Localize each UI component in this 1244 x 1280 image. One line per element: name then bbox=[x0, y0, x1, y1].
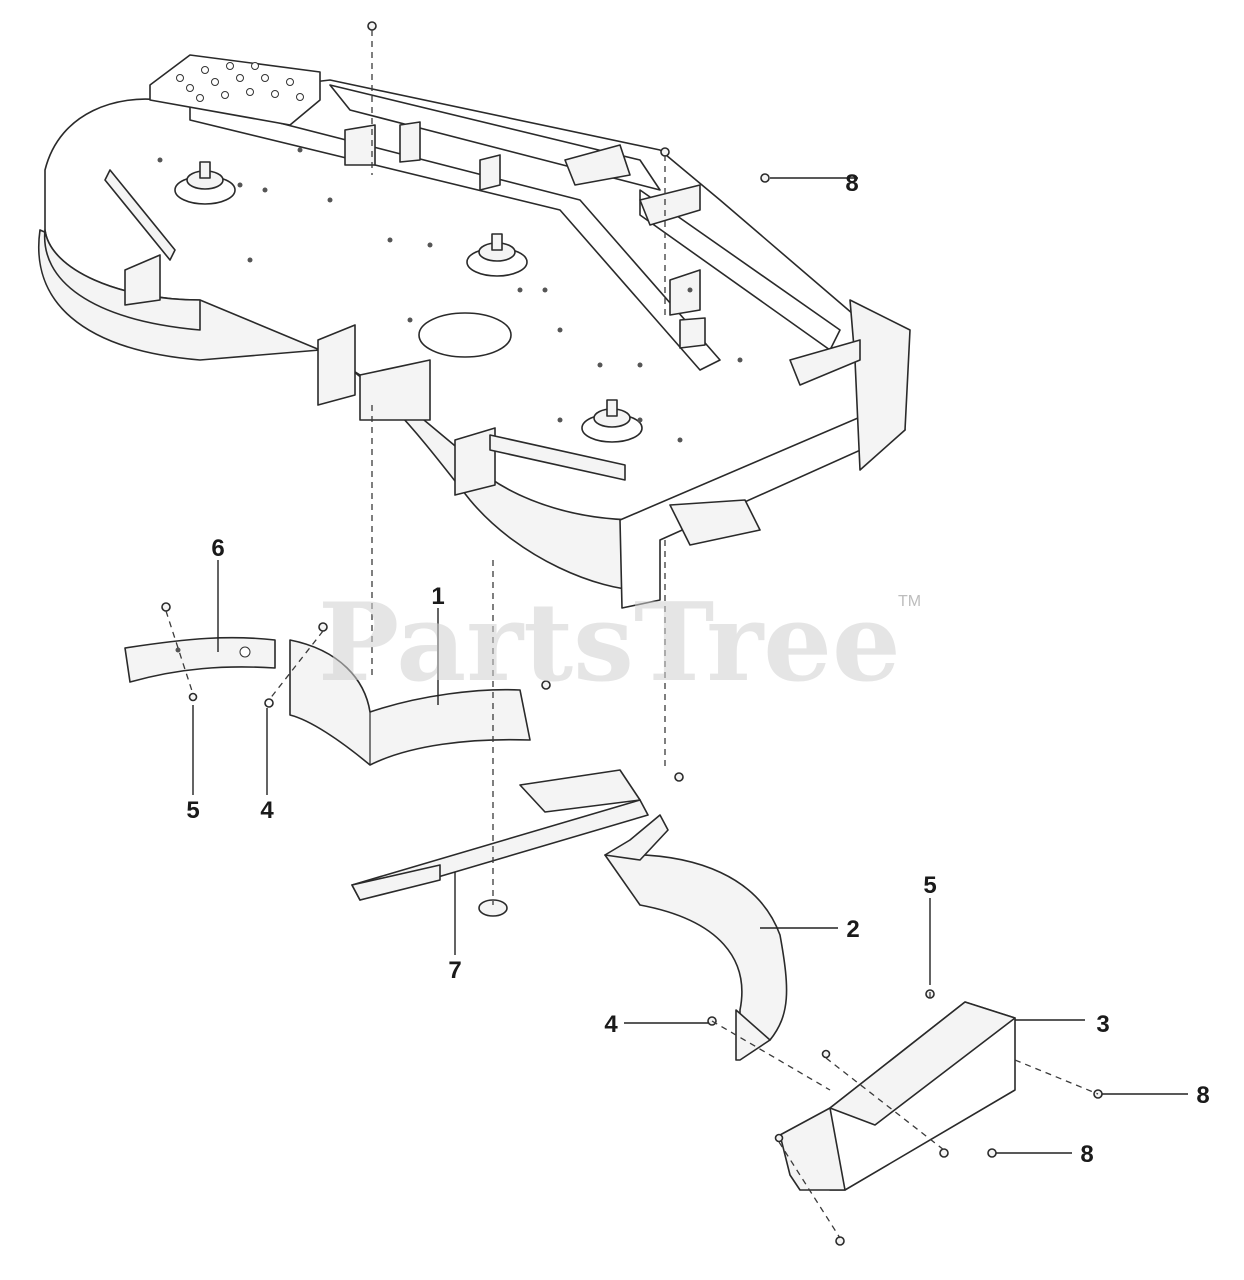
watermark-trademark: TM bbox=[898, 593, 921, 610]
part-2-chute bbox=[604, 814, 788, 1061]
deck-holes bbox=[157, 147, 743, 443]
callout-4-left: 4 bbox=[260, 797, 274, 824]
hardware-bolt-right bbox=[660, 147, 670, 157]
callout-3: 3 bbox=[1096, 1011, 1109, 1038]
hardware-bolt-top bbox=[367, 21, 377, 31]
alignment-lines bbox=[165, 30, 1099, 1239]
part-3-cover bbox=[774, 989, 1103, 1246]
spindle-pulleys bbox=[174, 161, 643, 443]
callout-4-right: 4 bbox=[604, 1011, 618, 1038]
perforated-plate-holes bbox=[176, 62, 304, 102]
callouts: 6 1 5 4 7 2 5 3 4 8 8 8 bbox=[186, 170, 1209, 1168]
callout-6: 6 bbox=[211, 535, 224, 562]
watermark: PartsTree TM bbox=[318, 580, 921, 706]
callout-1: 1 bbox=[431, 583, 444, 610]
mower-deck bbox=[38, 54, 911, 609]
part-7-blade bbox=[351, 769, 684, 917]
callout-8-bottom: 8 bbox=[1080, 1141, 1093, 1168]
callout-5-right: 5 bbox=[923, 872, 936, 899]
callout-7: 7 bbox=[448, 957, 461, 984]
leader-lines bbox=[192, 177, 1188, 1154]
part-6-baffle bbox=[124, 602, 276, 708]
part-1-chute bbox=[289, 622, 551, 766]
hardware-nut-8a bbox=[760, 173, 770, 183]
watermark-text: PartsTree bbox=[318, 580, 901, 706]
callout-8-top: 8 bbox=[845, 170, 858, 197]
callout-5-left: 5 bbox=[186, 797, 199, 824]
callout-8-right: 8 bbox=[1196, 1082, 1209, 1109]
callout-2: 2 bbox=[846, 916, 859, 943]
